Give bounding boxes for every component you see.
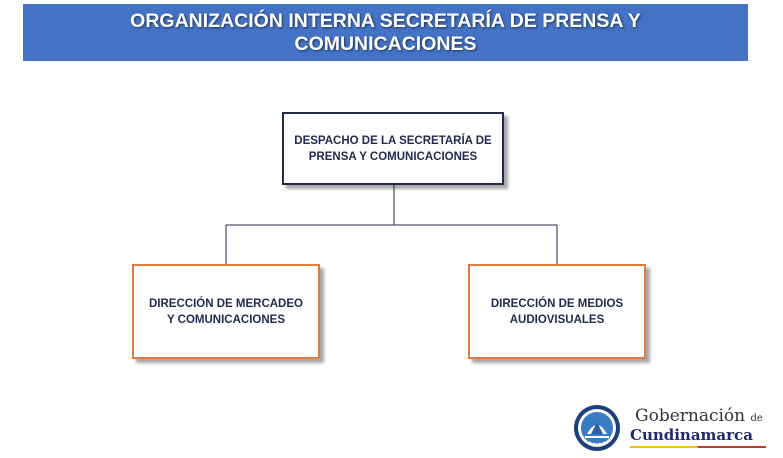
logo-word-gobernacion: Gobernación: [635, 406, 746, 426]
logo-text-cundinamarca: Cundinamarca: [630, 426, 753, 444]
org-node-medios-label: DIRECCIÓN DE MEDIOS AUDIOVISUALES: [490, 297, 624, 326]
cundinamarca-seal-icon: [574, 405, 620, 451]
page-title: ORGANIZACIÓN INTERNA SECRETARÍA DE PRENS…: [130, 9, 641, 55]
logo-flag-stripe: [630, 446, 766, 448]
logo-word-de: de: [750, 413, 763, 424]
org-node-mercadeo-label: DIRECCIÓN DE MERCADEO Y COMUNICACIONES: [149, 297, 303, 326]
gobernacion-logo: Gobernación de Cundinamarca: [573, 404, 773, 456]
org-node-medios: DIRECCIÓN DE MEDIOS AUDIOVISUALES: [468, 264, 646, 359]
org-node-despacho: DESPACHO DE LA SECRETARÍA DE PRENSA Y CO…: [282, 112, 504, 185]
org-node-despacho-label: DESPACHO DE LA SECRETARÍA DE PRENSA Y CO…: [294, 134, 492, 163]
org-node-mercadeo: DIRECCIÓN DE MERCADEO Y COMUNICACIONES: [132, 264, 320, 359]
title-banner: ORGANIZACIÓN INTERNA SECRETARÍA DE PRENS…: [23, 4, 748, 61]
logo-text-gobernacion: Gobernación de: [635, 406, 763, 426]
